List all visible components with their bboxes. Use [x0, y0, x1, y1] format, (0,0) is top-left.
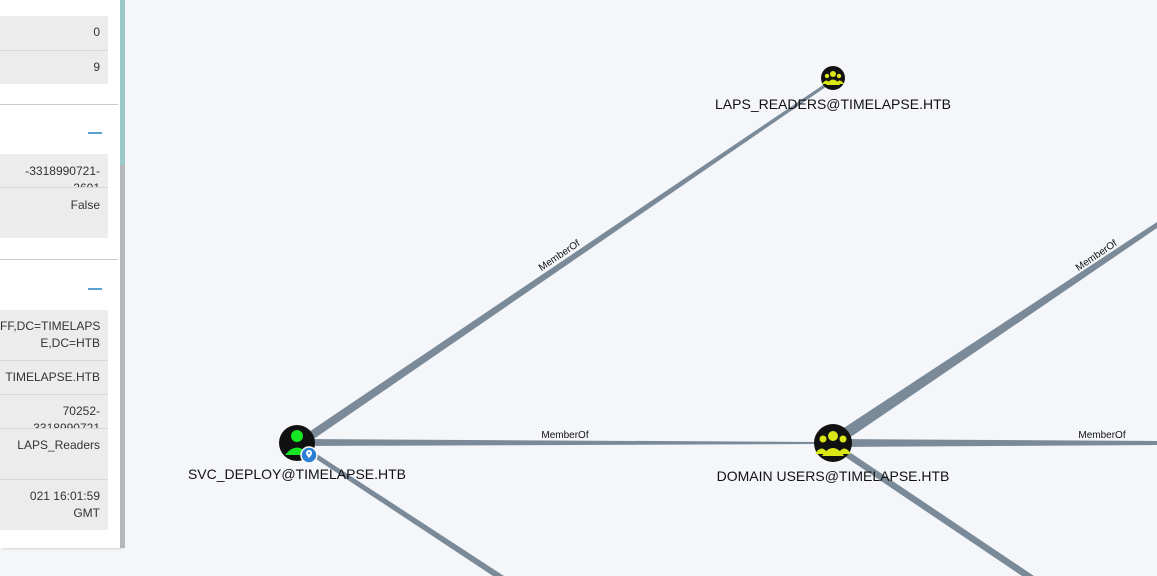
property-value: TIMELAPSE.HTB: [0, 361, 108, 394]
property-value: LAPS_Readers: [0, 429, 108, 479]
node-domain-users[interactable]: DOMAIN USERS@TIMELAPSE.HTB: [717, 424, 950, 484]
node-laps-readers[interactable]: LAPS_READERS@TIMELAPSE.HTB: [715, 66, 951, 112]
property-value: 0: [0, 16, 108, 50]
node-label: SVC_DEPLOY@TIMELAPSE.HTB: [188, 466, 406, 482]
minus-icon[interactable]: [88, 132, 102, 134]
node-label: DOMAIN USERS@TIMELAPSE.HTB: [717, 468, 950, 484]
node-properties-panel[interactable]: 0 9 -3318990721-2601 False FF,DC=TIMELAP…: [0, 0, 120, 548]
edge-label: MemberOf: [1078, 430, 1125, 441]
property-value: 021 16:01:59 GMT: [0, 480, 108, 530]
group-icon: [815, 431, 851, 456]
group-icon: [822, 71, 844, 85]
property-value: 9: [0, 51, 108, 84]
property-value: 70252-3318990721: [0, 395, 108, 435]
edge-svc-to-laps[interactable]: [297, 79, 833, 447]
map-pin-icon: [300, 446, 318, 464]
edge-svc-to-offscreen-down[interactable]: [300, 443, 504, 576]
property-value: False: [0, 188, 108, 238]
property-value: -3318990721-2601: [0, 154, 108, 195]
node-label: LAPS_READERS@TIMELAPSE.HTB: [715, 96, 951, 112]
edge-domainusers-to-offscreen-down[interactable]: [836, 443, 1034, 576]
panel-scrollbar-thumb[interactable]: [120, 0, 125, 165]
node-svc-deploy[interactable]: SVC_DEPLOY@TIMELAPSE.HTB: [188, 425, 406, 482]
minus-icon[interactable]: [88, 288, 102, 290]
edge-domainusers-to-offscreen-upper[interactable]: [830, 222, 1157, 447]
edge-svc-to-domainusers[interactable]: [300, 439, 820, 446]
edge-label: MemberOf: [541, 430, 588, 441]
property-value: FF,DC=TIMELAPS E,DC=HTB: [0, 310, 108, 360]
edge-domainusers-to-offscreen-right[interactable]: [836, 439, 1157, 447]
panel-scrollbar-thumb[interactable]: [120, 165, 125, 548]
